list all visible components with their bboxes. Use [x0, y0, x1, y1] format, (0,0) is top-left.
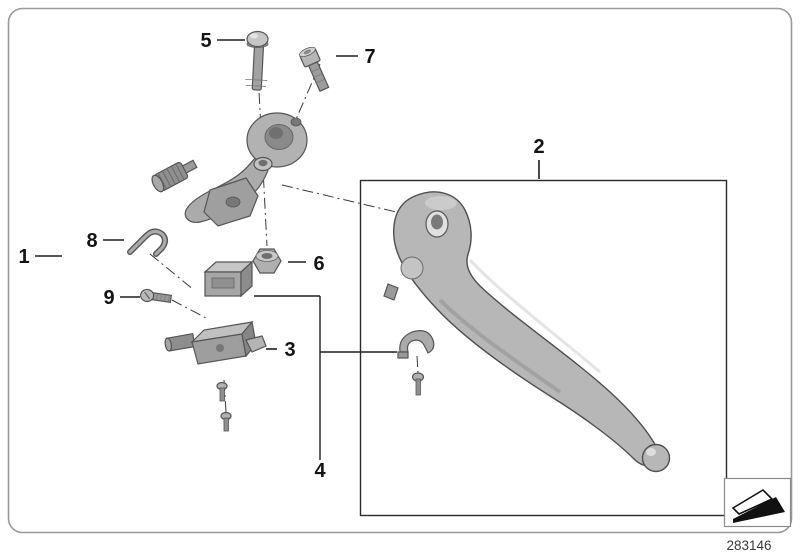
- logo-arrow-solid: [733, 497, 785, 523]
- logo-arrow-outline: [731, 488, 774, 515]
- callout-9-label: 9: [103, 287, 114, 309]
- axis-screw9: [171, 299, 207, 319]
- callout-1-label: 1: [18, 246, 29, 268]
- part-perch-assembly: [151, 112, 308, 227]
- callout-6-label: 6: [313, 253, 324, 275]
- part-nut-6: [252, 248, 282, 274]
- part-clip-8: [127, 228, 168, 257]
- part-lever-clip: [397, 330, 435, 396]
- screw-shaft: [223, 417, 229, 432]
- screw-slot: [144, 291, 151, 300]
- switch-plunger: [164, 332, 196, 352]
- callout-5-label: 5: [200, 30, 211, 52]
- ball-highlight: [646, 448, 656, 456]
- block-slot: [211, 277, 235, 289]
- clip-screw-shaft: [415, 378, 421, 396]
- part-mount-block: [203, 260, 254, 298]
- lever-shade: [438, 298, 562, 394]
- screw-head-highlight: [250, 33, 258, 39]
- callout-leaders: [35, 39, 540, 350]
- screw-shaft: [251, 43, 265, 91]
- bolt-threads: [311, 67, 326, 84]
- lever-pivot-top-face: [425, 196, 457, 210]
- callout-2-label: 2: [533, 136, 544, 158]
- lever-pivot-hole: [225, 196, 241, 208]
- frame-border: [7, 7, 793, 534]
- clip-body: [128, 229, 167, 256]
- bolt-shaft: [307, 60, 330, 93]
- screw-shaft: [219, 387, 225, 402]
- lever-pivot-bore-inner: [431, 214, 443, 230]
- callout-3-label: 3: [284, 339, 295, 361]
- switch-connector-tab: [245, 335, 267, 353]
- plunger-end: [164, 337, 173, 352]
- clip-body: [399, 330, 435, 354]
- clip-foot: [397, 351, 409, 359]
- axis-lever-clip-screw: [416, 355, 419, 375]
- part-screw-5: [245, 30, 269, 91]
- lever-ball-end: [641, 443, 671, 473]
- callout-8-label: 8: [86, 230, 97, 252]
- lever-boss: [400, 256, 424, 280]
- nut-hole: [261, 253, 273, 259]
- screw-threads: [245, 78, 268, 87]
- part-lever-2: [383, 191, 671, 473]
- cable-notch: [383, 283, 399, 301]
- axis-clip8: [149, 253, 195, 291]
- lever-detail-box: [359, 179, 728, 517]
- bolt-socket: [303, 49, 312, 55]
- callout-4-bracket: [254, 295, 397, 460]
- screw-head: [246, 30, 269, 48]
- callout-labels: 1 2 3 4 5 6 7 8 9: [18, 30, 544, 482]
- part-switch-screws: [216, 381, 232, 432]
- part-screw-9: [140, 288, 173, 303]
- switch-detail: [216, 344, 224, 352]
- lever-highlight: [468, 258, 601, 374]
- callout-4-label: 4: [314, 460, 326, 482]
- part-bolt-7: [299, 46, 330, 93]
- clamp-bolt-hole: [290, 117, 302, 127]
- drawing-number: 283146: [726, 538, 771, 553]
- callout-7-label: 7: [364, 46, 375, 68]
- adjuster-wheel: [151, 159, 198, 193]
- clamp-bore-shadow: [269, 127, 283, 139]
- catalog-logo: [723, 477, 792, 528]
- adjuster-end: [151, 174, 165, 193]
- block-side: [240, 260, 253, 298]
- part-switch-3: [164, 320, 267, 365]
- screw-threads: [156, 293, 170, 303]
- screw-boss-hole: [258, 159, 268, 167]
